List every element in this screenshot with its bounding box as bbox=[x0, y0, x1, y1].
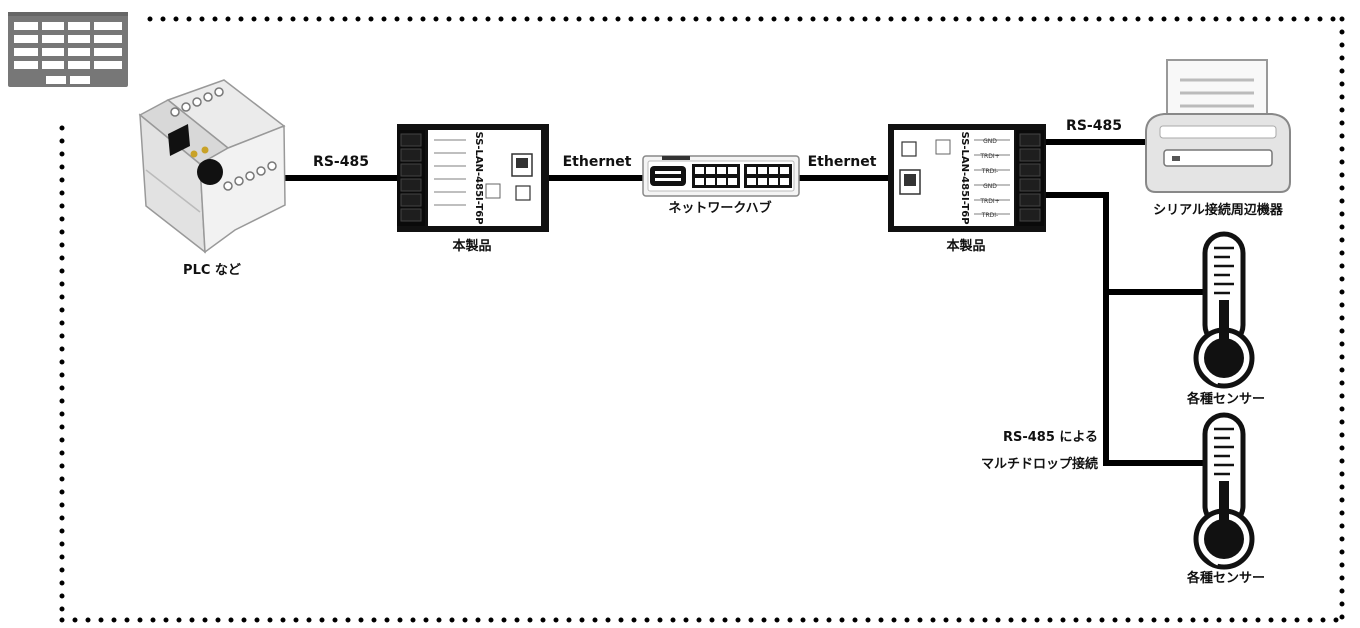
device-left bbox=[397, 124, 549, 232]
multidrop-label-line2: マルチドロップ接続 bbox=[981, 456, 1098, 472]
dotted-boundary bbox=[59, 16, 1345, 623]
device-right-label: 本製品 bbox=[946, 238, 985, 254]
terminal-label: GND bbox=[983, 183, 997, 190]
network-hub-icon bbox=[642, 155, 800, 197]
device-right-model: SS-LAN-485I-T6P bbox=[959, 131, 970, 224]
hub-label: ネットワークハブ bbox=[668, 200, 771, 216]
device-left-model: SS-LAN-485I-T6P bbox=[473, 131, 484, 224]
plc-label: PLC など bbox=[183, 263, 241, 278]
sensor-bottom-label: 各種センサー bbox=[1186, 570, 1265, 586]
ethernet-left-label: Ethernet bbox=[563, 154, 632, 170]
thermometer-icon bbox=[1193, 231, 1255, 389]
terminal-label: TRDI+ bbox=[979, 198, 999, 205]
terminal-label: TRDI- bbox=[981, 168, 998, 175]
multidrop-label-line1: RS-485 による bbox=[1003, 430, 1098, 445]
rs485-left-label: RS-485 bbox=[313, 154, 369, 170]
ethernet-right-label: Ethernet bbox=[808, 154, 877, 170]
printer-icon bbox=[1145, 59, 1291, 193]
thermometer-icon bbox=[1193, 412, 1255, 570]
device-right bbox=[888, 124, 1046, 232]
printer-label: シリアル接続周辺機器 bbox=[1153, 202, 1284, 218]
terminal-label: TRDI+ bbox=[979, 153, 999, 160]
plc-icon bbox=[138, 79, 286, 254]
terminal-label: GND bbox=[983, 138, 997, 145]
connection-lines bbox=[283, 139, 1205, 466]
device-left-label: 本製品 bbox=[452, 238, 491, 254]
terminal-label: TRDI- bbox=[981, 212, 998, 219]
building-icon bbox=[8, 12, 128, 87]
rs485-right-label: RS-485 bbox=[1066, 118, 1122, 134]
sensor-top-label: 各種センサー bbox=[1186, 391, 1265, 407]
